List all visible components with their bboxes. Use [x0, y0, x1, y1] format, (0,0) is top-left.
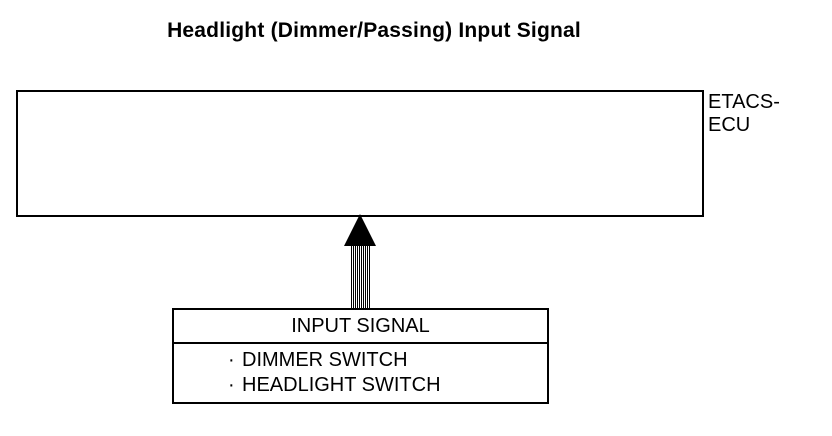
- etacs-ecu-label-line1: ETACS-: [708, 91, 780, 113]
- signal-arrow-head: [344, 214, 376, 246]
- etacs-ecu-box: [16, 90, 704, 217]
- input-signal-item-text: HEADLIGHT SWITCH: [242, 374, 441, 396]
- signal-arrow-shaft: [351, 244, 370, 308]
- input-signal-item: · HEADLIGHT SWITCH: [228, 373, 441, 398]
- signal-arrow: [344, 214, 376, 308]
- input-signal-header: INPUT SIGNAL: [174, 310, 547, 344]
- input-signal-box: INPUT SIGNAL · DIMMER SWITCH · HEADLIGHT S…: [172, 308, 549, 404]
- input-signal-item-text: DIMMER SWITCH: [242, 349, 408, 371]
- input-signal-list: · DIMMER SWITCH · HEADLIGHT SWITCH: [228, 348, 441, 398]
- etacs-ecu-label: ETACS- ECU: [708, 91, 780, 137]
- etacs-ecu-label-line2: ECU: [708, 114, 751, 136]
- bullet-mark: ·: [228, 349, 235, 371]
- input-signal-item: · DIMMER SWITCH: [228, 348, 441, 373]
- diagram-title: Headlight (Dimmer/Passing) Input Signal: [167, 19, 581, 42]
- bullet-mark: ·: [228, 374, 235, 396]
